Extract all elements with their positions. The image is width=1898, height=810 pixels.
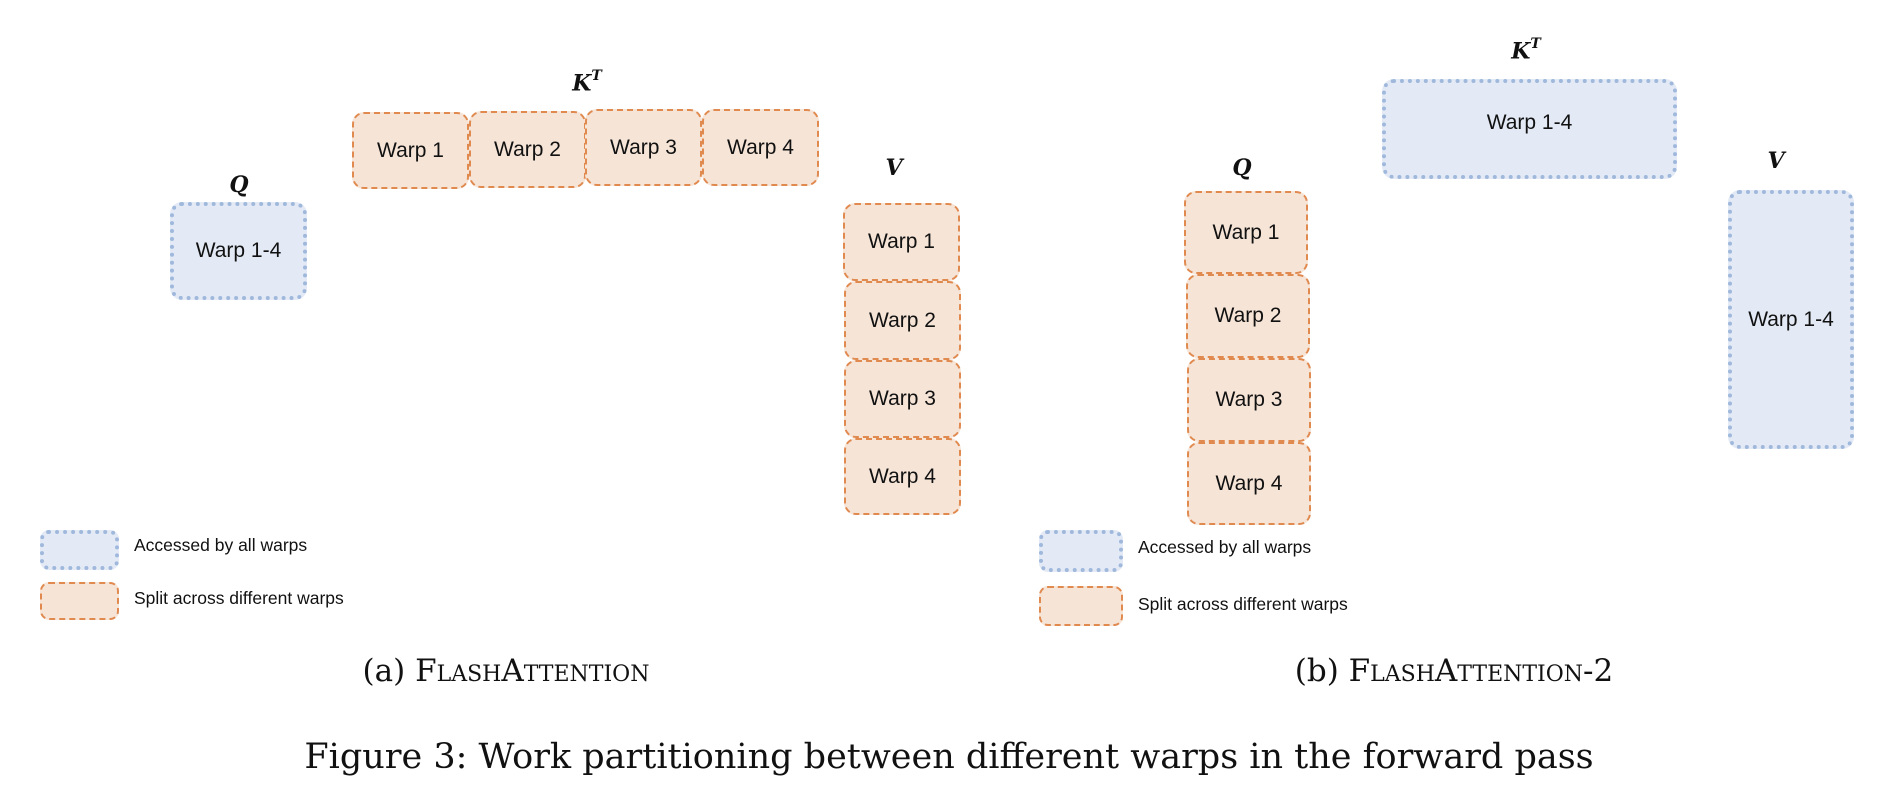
v-block-warp-1-4: Warp 1-4 [1728, 190, 1854, 449]
v-block-warp-4: Warp 4 [844, 438, 961, 515]
v-label: V [1767, 148, 1785, 174]
kt-label: KT [1511, 36, 1541, 65]
q-block-warp-1: Warp 1 [1184, 191, 1308, 274]
v-block-warp-1: Warp 1 [843, 203, 960, 281]
q-label: Q [1232, 155, 1252, 181]
legend-split-label: Split across different warps [134, 588, 344, 608]
v-label: V [885, 155, 903, 181]
q-block-warp-2: Warp 2 [1186, 274, 1310, 358]
legend-all-swatch [40, 530, 119, 570]
kt-block-warp-3: Warp 3 [585, 109, 702, 186]
legend-all-label: Accessed by all warps [134, 535, 308, 555]
kt-block-warp-4: Warp 4 [702, 109, 819, 186]
subcaption-b: (b) FlashAttention-2 [1294, 653, 1614, 689]
legend-split-swatch [1039, 586, 1123, 626]
legend-all-swatch [1039, 530, 1123, 572]
kt-block-warp-1-4: Warp 1-4 [1382, 79, 1677, 179]
legend-split-label: Split across different warps [1138, 594, 1348, 614]
kt-label: KT [572, 68, 602, 97]
legend-all-label: Accessed by all warps [1138, 537, 1312, 557]
subcaption-a: (a) FlashAttention [362, 653, 650, 689]
legend-split-swatch [40, 582, 119, 620]
q-block-warp-1-4: Warp 1-4 [170, 202, 307, 300]
figure-caption: Figure 3: Work partitioning between diff… [304, 737, 1594, 777]
q-label: Q [229, 172, 249, 198]
kt-block-warp-1: Warp 1 [352, 112, 469, 189]
v-block-warp-2: Warp 2 [844, 281, 961, 360]
q-block-warp-3: Warp 3 [1187, 358, 1311, 442]
q-block-warp-4: Warp 4 [1187, 442, 1311, 525]
kt-block-warp-2: Warp 2 [469, 111, 586, 188]
v-block-warp-3: Warp 3 [844, 360, 961, 438]
